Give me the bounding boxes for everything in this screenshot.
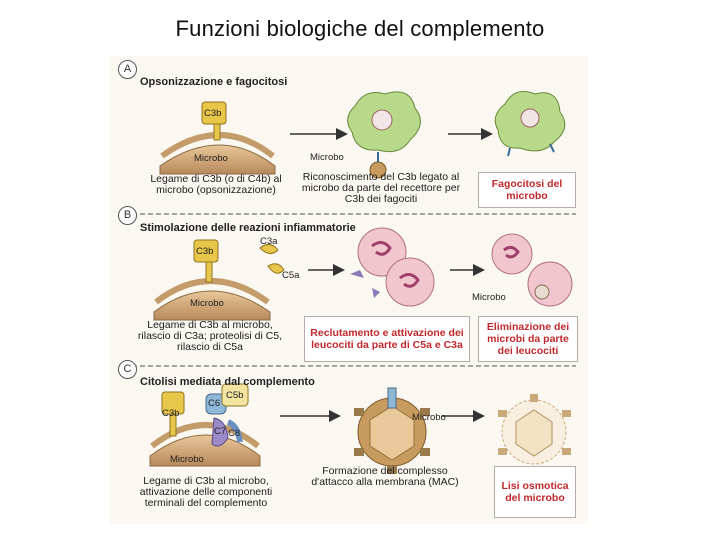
c5b-label-c: C5b — [226, 390, 244, 401]
figure-illustration — [124, 91, 576, 474]
section-a-title: Opsonizzazione e fagocitosi — [140, 76, 288, 88]
complement-figure: A Opsonizzazione e fagocitosi C3b Microb… — [110, 56, 588, 524]
c3b-protein-b — [193, 239, 285, 283]
microbe-membrane-c — [149, 422, 261, 467]
caption-c: Legame di C3b al microbo, attivazione de… — [139, 475, 273, 509]
result-box-b: Eliminazione dei microbi da parte dei le… — [478, 316, 578, 362]
section-a-letter: A — [118, 60, 137, 79]
section-b-title: Stimolazione delle reazioni infiammatori… — [140, 222, 356, 234]
result-box-a: Fagocitosi del microbo — [478, 172, 576, 208]
c8-label-c: C8 — [228, 428, 241, 439]
microbe-label-b: Microbo — [190, 298, 224, 309]
c7-label-c: C7 — [214, 426, 227, 437]
microbe-label-c: Microbo — [170, 454, 204, 465]
c5a-label-b: C5a — [282, 270, 300, 281]
microbe-pointer-a: Microbo — [310, 152, 344, 163]
slide-title: Funzioni biologiche del complemento — [175, 16, 545, 41]
caption-b: Legame di C3b al microbo, rilascio di C3… — [137, 319, 283, 353]
c3a-label-b: C3a — [260, 236, 278, 247]
phagocyte-a-right — [494, 91, 566, 157]
section-c-letter: C — [118, 360, 137, 379]
leukocytes-b-middle — [350, 227, 435, 307]
microbe-pointer-b: Microbo — [472, 292, 506, 303]
c3b-label-b: C3b — [196, 246, 214, 257]
caption-a: Legame di C3b (o di C4b) al microbo (ops… — [150, 173, 282, 196]
microbe-label-a: Microbo — [194, 153, 228, 164]
middle-caption-a: Riconoscimento del C3b legato al microbo… — [301, 171, 461, 205]
lysed-microbe-c — [498, 394, 571, 465]
result-box-c: Lisi osmotica del microbo — [494, 466, 576, 518]
microbe-pointer-c: Microbo — [412, 412, 446, 423]
c3b-label-c: C3b — [162, 408, 180, 419]
mac-proteins-c — [161, 383, 249, 447]
c3b-label-a: C3b — [204, 108, 222, 119]
middle-caption-c: Formazione del complesso d'attacco alla … — [311, 465, 459, 488]
leukocytes-b-right — [491, 233, 573, 307]
section-b-letter: B — [118, 206, 137, 225]
c3b-protein-a — [201, 101, 227, 141]
c6-label-c: C6 — [208, 398, 221, 409]
section-c-title: Citolisi mediata dal complemento — [140, 376, 315, 388]
microbe-mac-c — [354, 387, 430, 474]
phagocyte-a-middle — [347, 91, 421, 179]
middle-result-box-b: Reclutamento e attivazione dei leucociti… — [304, 316, 470, 362]
